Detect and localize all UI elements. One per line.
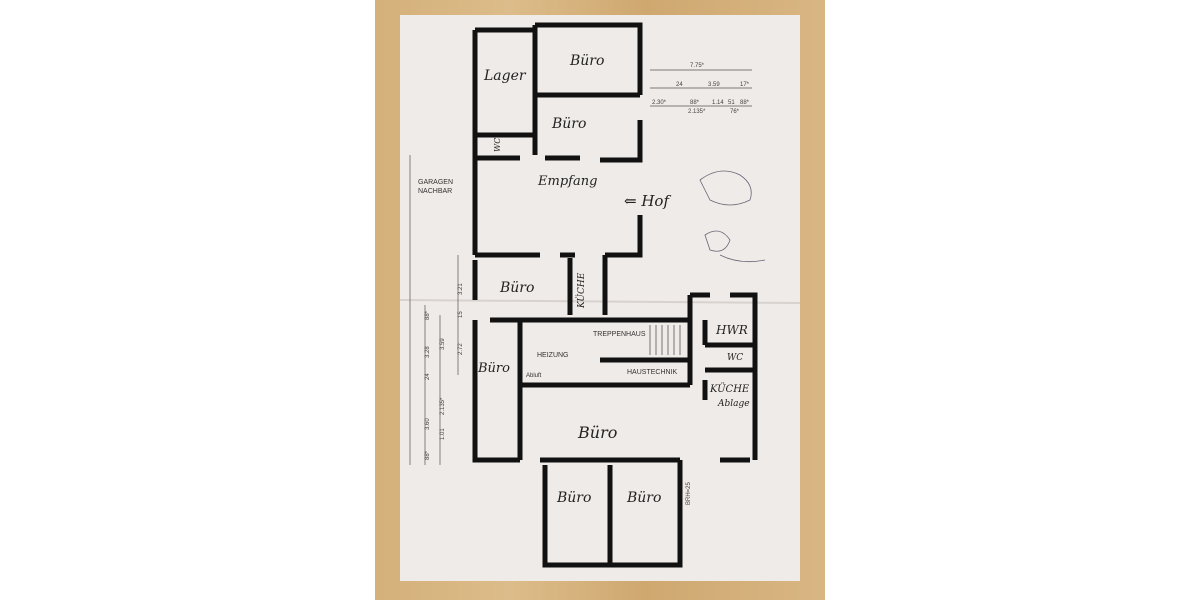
dim-side-11: 2.135*	[440, 397, 446, 415]
walls	[472, 22, 758, 568]
dim-side-4: 3.59	[440, 338, 446, 350]
dim-top-9: 51	[728, 100, 735, 106]
paper-fold	[399, 299, 801, 304]
room-buero-bottom-left: Büro	[556, 490, 591, 506]
abluft-label: Abluft	[526, 373, 542, 379]
dim-side-8: 3.60	[425, 418, 431, 430]
dimension-lines	[409, 69, 752, 465]
dim-top-6: 88*	[690, 100, 700, 106]
room-buero-big: Büro	[577, 423, 617, 442]
room-lager: Lager	[483, 68, 527, 84]
dim-top-10: 88*	[740, 100, 750, 106]
brh-label: BRH=25	[686, 481, 692, 505]
nachbar-label: NACHBAR	[418, 188, 452, 195]
hof-label: ⇐ Hof	[624, 192, 671, 210]
room-buero-bottom-right: Büro	[626, 490, 661, 506]
ablage-label: Ablage	[717, 399, 750, 409]
dim-side-5: 3.28	[425, 346, 431, 358]
dim-top-3: 3.59	[708, 82, 720, 88]
dim-side-10: 1.01	[440, 428, 446, 440]
dim-side-7: 88*	[425, 310, 431, 320]
dim-side-9: 88*	[425, 450, 431, 460]
room-buero-2: Büro	[551, 116, 586, 132]
room-haustechnik: HAUSTECHNIK	[627, 369, 678, 376]
dim-top-7: 2.135*	[688, 109, 706, 115]
dim-top-2: 24	[676, 82, 683, 88]
room-hwr: HWR	[715, 323, 748, 337]
room-wc-right: WC	[727, 353, 743, 363]
room-buero-mid: Büro	[499, 280, 534, 296]
room-kueche-right: KÜCHE	[709, 383, 750, 395]
dim-side-1: 3.21	[458, 283, 464, 295]
room-buero-top: Büro	[569, 53, 604, 69]
dim-top-4: 17*	[740, 82, 750, 88]
room-wc-top: WC	[493, 138, 502, 152]
room-kueche-mid: KÜCHE	[575, 272, 587, 309]
staircase	[649, 325, 681, 355]
room-buero-left: Büro	[477, 361, 510, 376]
dim-side-2: 15	[458, 311, 464, 318]
paper-sheet	[400, 15, 800, 581]
dim-top-5: 2.30*	[652, 100, 667, 106]
hand-sketch-doodle	[699, 170, 766, 263]
dim-top-11: 76*	[730, 109, 740, 115]
dim-top-1: 7.75*	[690, 63, 705, 69]
room-empfang: Empfang	[537, 174, 597, 189]
dim-side-3: 2.72	[458, 343, 464, 355]
dim-top-8: 1.14	[712, 100, 724, 106]
dim-side-6: 24	[425, 373, 431, 380]
room-heizung: HEIZUNG	[537, 352, 569, 359]
room-treppenhaus: TREPPENHAUS	[593, 331, 646, 338]
garagen-label: GARAGEN	[418, 179, 453, 186]
